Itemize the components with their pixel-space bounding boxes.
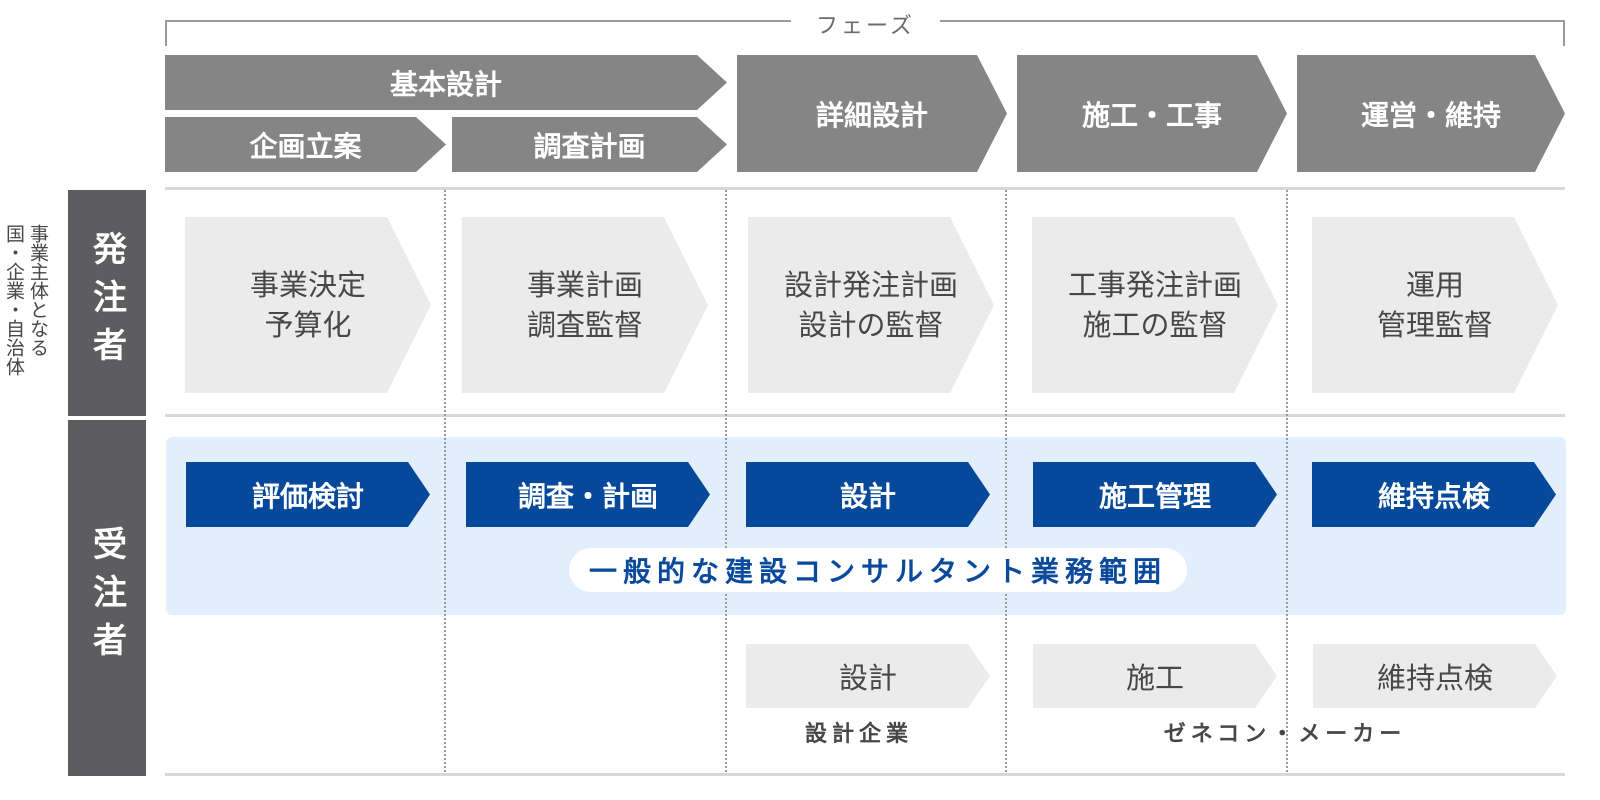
owner-task-line1: 設計発注計画: [783, 268, 958, 302]
role-contractor-label: 受注者: [86, 526, 127, 670]
owner-task: 事業計画 調査監督: [462, 217, 708, 393]
owner-task: 運用 管理監督: [1312, 217, 1558, 393]
column-separator: [1286, 190, 1288, 772]
divider-bottom: [165, 773, 1565, 776]
owner-task: 事業決定 予算化: [185, 217, 431, 393]
phase-basic-design: 基本設計: [165, 55, 727, 110]
owner-task-line1: 事業計画: [526, 268, 643, 302]
owner-task-line2: 設計の監督: [798, 308, 944, 342]
consultant-scope-label: 一般的な建設コンサルタント業務範囲: [569, 548, 1187, 592]
owner-task: 設計発注計画 設計の監督: [748, 217, 994, 393]
phase-construction: 施工・工事: [1017, 55, 1287, 172]
caption-general-contractor: ゼネコン・メーカー: [1163, 722, 1407, 747]
other-task: 施工: [1033, 644, 1277, 708]
owner-task-line2: 管理監督: [1376, 308, 1493, 342]
divider-middle: [165, 414, 1565, 417]
owner-task-line2: 調査監督: [526, 308, 643, 342]
owner-task: 工事発注計画 施工の監督: [1032, 217, 1278, 393]
other-task: 設計: [746, 644, 990, 708]
role-owner: 発注者: [68, 190, 146, 416]
consultant-task: 調査・計画: [466, 462, 710, 527]
owner-task-line2: 施工の監督: [1082, 308, 1228, 342]
side-label-line1: 事業主体となる: [27, 224, 49, 357]
phase-header-label: フェーズ: [816, 14, 915, 39]
owner-task-line1: 事業決定: [249, 268, 366, 302]
phase-planning: 企画立案: [165, 117, 446, 172]
owner-task-line2: 予算化: [264, 308, 352, 342]
column-separator: [444, 190, 446, 772]
owner-task-line1: 運用: [1405, 268, 1464, 302]
consultant-task: 維持点検: [1312, 462, 1556, 527]
phase-detail-design: 詳細設計: [737, 55, 1007, 172]
other-task: 維持点検: [1313, 644, 1557, 708]
role-contractor: 受注者: [68, 420, 146, 776]
consultant-task: 設計: [746, 462, 990, 527]
divider-top: [165, 187, 1565, 190]
owner-task-line1: 工事発注計画: [1067, 268, 1242, 302]
column-separator: [1005, 190, 1007, 772]
role-owner-label: 発注者: [86, 231, 127, 375]
side-label-line2: 国・企業・自治体: [3, 224, 25, 376]
column-separator: [725, 190, 727, 772]
caption-design-firm: 設計企業: [804, 722, 913, 747]
phase-operation: 運営・維持: [1297, 55, 1565, 172]
consultant-task: 評価検討: [186, 462, 430, 527]
side-label: 事業主体となる 国・企業・自治体: [2, 224, 50, 414]
consultant-task: 施工管理: [1033, 462, 1277, 527]
phase-survey-planning: 調査計画: [452, 117, 727, 172]
